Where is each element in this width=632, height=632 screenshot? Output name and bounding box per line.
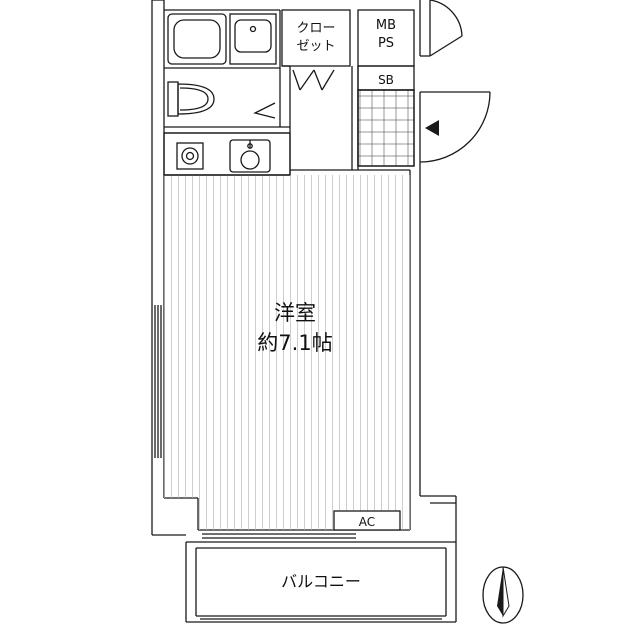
balcony [185, 542, 457, 623]
top-door-swing [420, 0, 463, 57]
entrance-door-swing [419, 91, 491, 163]
north-arrow-icon [482, 566, 524, 624]
washbasin-icon [229, 13, 277, 65]
entrance-arrow-icon [425, 120, 439, 136]
stove-icon [176, 142, 204, 170]
ps-label: PS [378, 36, 394, 51]
western-room [164, 174, 410, 530]
ac-box [333, 510, 401, 531]
bathroom-door-icon [253, 102, 276, 119]
kitchen-sink-icon [229, 139, 271, 173]
closet-label-line2: ゼット [296, 39, 335, 54]
mb-label: MB [376, 18, 396, 33]
ac-label: AC [359, 515, 375, 529]
closet-door-icon [292, 69, 335, 91]
room-size: 約7.1帖 [257, 331, 332, 355]
sb-label: SB [378, 73, 394, 87]
room-name: 洋室 [274, 301, 316, 325]
balcony-sliding-window [202, 533, 356, 539]
balcony-label: バルコニー [281, 572, 361, 591]
closet [281, 9, 351, 67]
kitchen-counter [163, 127, 291, 176]
closet-label-line1: クロー [296, 21, 335, 36]
entrance-tiles [357, 89, 415, 167]
left-window [154, 305, 162, 458]
bathtub-icon [167, 13, 227, 65]
toilet-icon [167, 81, 215, 117]
